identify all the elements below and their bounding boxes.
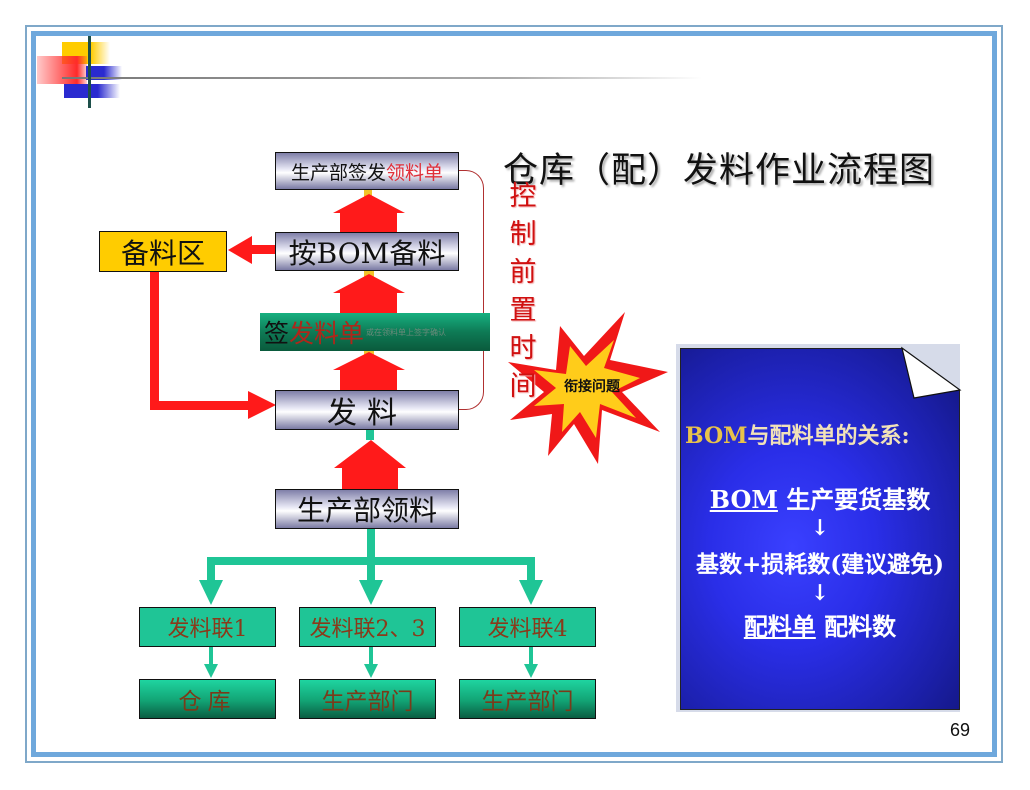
small-connector xyxy=(209,647,213,667)
vertical-char: 间 xyxy=(509,371,537,402)
issue-copy-box[interactable]: 发料联4 xyxy=(459,607,596,647)
note-line-3: 配料单 配料数 xyxy=(680,607,960,642)
destination-box[interactable]: 仓库 xyxy=(139,679,276,719)
tree-leg xyxy=(207,557,215,581)
starburst-inner-icon xyxy=(534,340,640,438)
prepare-by-bom-box[interactable]: 按BOM备料 xyxy=(275,232,459,271)
note-heading-bom: BOM xyxy=(685,423,748,449)
production-receive-box[interactable]: 生产部领料 xyxy=(275,489,459,529)
vertical-char: 置 xyxy=(509,295,537,326)
control-lead-time-bracket xyxy=(458,170,484,410)
vertical-char: 控 xyxy=(509,181,537,212)
down-arrow-icon: ↓ xyxy=(810,580,830,606)
down-arrow-icon xyxy=(519,580,543,605)
tree-trunk xyxy=(367,529,375,561)
note-line-text: 配料数 xyxy=(815,612,897,641)
vertical-char: 时 xyxy=(509,333,537,364)
decor-blue-block xyxy=(64,84,120,98)
vertical-char: 制 xyxy=(509,219,537,250)
note-line-2: 基数+损耗数(建议避免) xyxy=(695,551,945,578)
box-footnote: 或在领料单上签字确认 xyxy=(366,327,447,337)
vertical-char: 前 xyxy=(509,257,537,288)
note-underlined-term: 配料单 xyxy=(743,612,816,641)
note-heading: BOM与配料单的关系: xyxy=(685,418,955,450)
left-arrow-shaft xyxy=(250,245,276,254)
down-arrow-icon xyxy=(204,664,218,678)
note-heading-rest: 与配料单的关系: xyxy=(747,423,910,449)
page-title: 仓库（配）发料作业流程图 xyxy=(503,151,936,191)
down-arrow-icon xyxy=(524,664,538,678)
small-connector xyxy=(369,647,373,667)
prep-to-issue-path xyxy=(150,272,159,410)
note-line-text: 生产要货基数 xyxy=(777,485,931,514)
decor-horizontal-rule xyxy=(62,77,702,79)
box-label: 生产部签发 xyxy=(290,161,386,184)
up-arrow-icon xyxy=(334,440,406,489)
note-line-1: BOM 生产要货基数 xyxy=(680,480,960,515)
production-sign-requisition-box[interactable]: 生产部签发领料单 xyxy=(275,152,459,190)
issue-material-box[interactable]: 发料 xyxy=(275,390,459,431)
destination-box[interactable]: 生产部门 xyxy=(459,679,596,719)
decor-red-block xyxy=(37,56,87,84)
down-arrow-icon xyxy=(359,580,383,605)
page-number: 69 xyxy=(950,720,971,740)
decor-vertical-rule xyxy=(88,36,91,108)
down-arrow-icon: ↓ xyxy=(810,515,830,541)
destination-box[interactable]: 生产部门 xyxy=(299,679,436,719)
note-underlined-term: BOM xyxy=(709,485,778,514)
down-arrow-icon xyxy=(364,664,378,678)
prep-to-issue-path xyxy=(150,401,250,410)
box-label: 签 xyxy=(264,319,290,348)
box-label-highlight: 发料单 xyxy=(289,319,365,348)
up-arrow-icon xyxy=(333,194,405,232)
issue-copy-box[interactable]: 发料联1 xyxy=(139,607,276,647)
box-label-highlight: 领料单 xyxy=(386,161,444,184)
prep-area-box[interactable]: 备料区 xyxy=(99,231,227,272)
up-arrow-icon xyxy=(333,274,405,313)
sign-issue-slip-box[interactable]: 签发料单或在领料单上签字确认 xyxy=(260,313,490,351)
issue-copy-box[interactable]: 发料联2、3 xyxy=(299,607,436,647)
right-arrow-icon xyxy=(248,391,276,419)
control-lead-time-label: 控 制 前 置 时 间 xyxy=(506,178,540,406)
up-arrow-icon xyxy=(333,352,405,390)
note-card xyxy=(680,348,960,710)
left-arrow-icon xyxy=(228,236,252,264)
slide-frame-outer xyxy=(25,25,1003,763)
down-arrow-icon xyxy=(199,580,223,605)
small-connector xyxy=(529,647,533,667)
stem-connector xyxy=(366,430,374,440)
decor-blue-block xyxy=(86,66,122,80)
interface-issue-label: 衔接问题 xyxy=(564,379,620,395)
tree-leg xyxy=(367,557,375,581)
tree-leg xyxy=(527,557,535,581)
slide-frame-inner xyxy=(31,31,997,757)
